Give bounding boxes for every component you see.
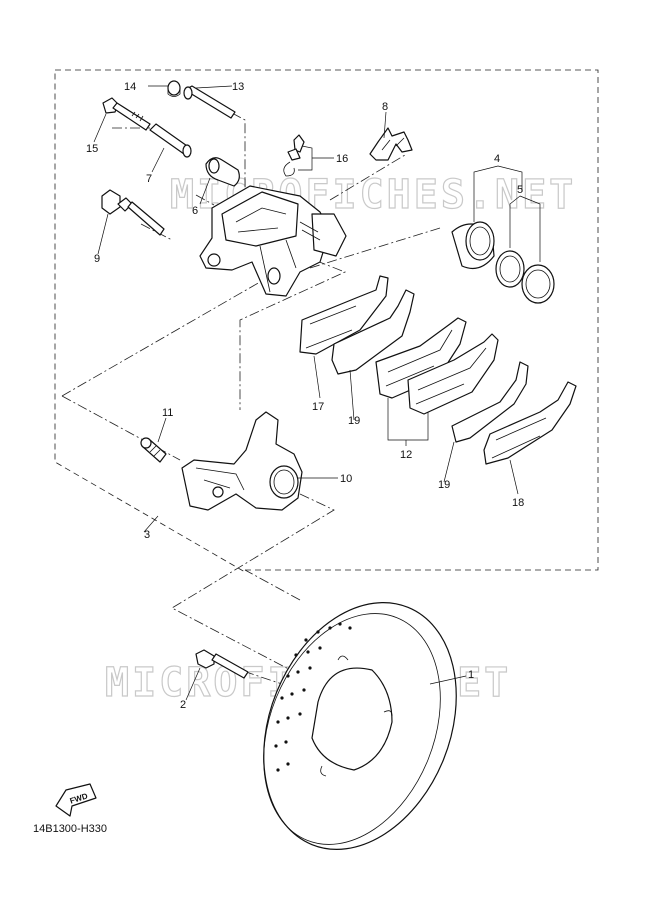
diagram-code: 14B1300-H330 <box>33 823 108 835</box>
part-6-boot <box>205 157 240 187</box>
callout-19-lower: 19 <box>438 479 450 491</box>
fwd-arrow-icon: FWD <box>55 783 97 817</box>
callout-18: 18 <box>512 497 524 509</box>
part-11-pin-bolt <box>140 437 167 463</box>
part-14-cap <box>167 80 181 97</box>
leader-lines <box>93 85 541 701</box>
part-12-pads <box>375 317 499 415</box>
callout-3: 3 <box>144 529 150 541</box>
part-18-shim <box>483 381 577 465</box>
callout-12: 12 <box>400 449 412 461</box>
caliper-body <box>199 185 347 297</box>
callout-15: 15 <box>86 143 98 155</box>
callout-19-upper: 19 <box>348 415 360 427</box>
callout-1: 1 <box>468 669 474 681</box>
part-8-clip <box>369 127 413 161</box>
part-17-shim <box>299 275 389 355</box>
callout-10: 10 <box>340 473 352 485</box>
callout-13: 13 <box>232 81 244 93</box>
part-19-shim-lower <box>451 361 529 443</box>
part-15-bolt <box>102 97 151 131</box>
callout-14: 14 <box>124 81 136 93</box>
callout-4: 4 <box>494 153 500 165</box>
part-10-bracket <box>181 411 303 511</box>
callout-7: 7 <box>146 173 152 185</box>
callout-9: 9 <box>94 253 100 265</box>
part-13-pin <box>183 85 236 119</box>
part-2-bolt <box>195 649 249 679</box>
disc-holes <box>274 622 352 772</box>
callout-5: 5 <box>517 184 523 196</box>
part-5-seals <box>495 250 555 304</box>
callout-11: 11 <box>162 407 173 419</box>
part-1-disc <box>263 602 457 850</box>
callout-2: 2 <box>180 699 186 711</box>
part-16-bleed-screw <box>283 134 305 177</box>
part-7-sleeve <box>149 123 192 158</box>
callout-17: 17 <box>312 401 324 413</box>
callout-6: 6 <box>192 205 198 217</box>
callouts: 14 13 15 7 6 9 16 8 4 5 17 19 12 19 18 1… <box>86 81 524 711</box>
part-19-shim-upper <box>331 289 415 375</box>
part-4-piston <box>451 221 495 269</box>
part-9-bolt <box>101 189 165 236</box>
callout-16: 16 <box>336 153 348 165</box>
callout-8: 8 <box>382 101 388 113</box>
